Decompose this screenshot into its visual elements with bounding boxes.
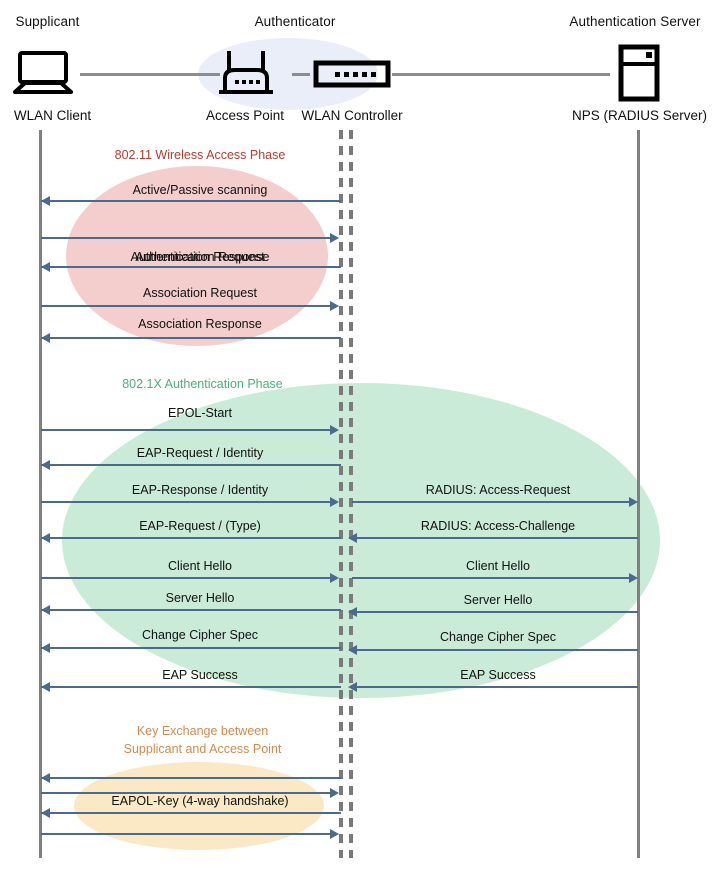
node-caption-nps-radius-server: NPS (RADIUS Server) xyxy=(571,108,708,123)
message-label: EAP Success xyxy=(162,668,238,682)
message-label: Association Request xyxy=(143,286,257,300)
message-arrow xyxy=(352,611,638,613)
message-arrow xyxy=(41,777,341,779)
arrow-head-left-icon xyxy=(41,460,50,470)
role-label-supplicant: Supplicant xyxy=(15,14,80,29)
message-arrow xyxy=(41,537,341,539)
message-arrow xyxy=(41,577,331,579)
arrow-head-right-icon xyxy=(330,573,339,583)
wireless-access-point-icon xyxy=(215,48,277,101)
phase-80211-ellipse xyxy=(66,166,328,346)
message-label: EAP-Request / (Type) xyxy=(139,519,261,533)
message-label: Authentication Request xyxy=(135,250,265,264)
message-arrow xyxy=(352,501,630,503)
lifeline-supplicant xyxy=(39,130,42,858)
node-caption-access-point: Access Point xyxy=(205,108,285,123)
phase-key-exchange-ellipse xyxy=(74,762,324,850)
message-label: EAP-Request / Identity xyxy=(136,446,264,460)
arrow-head-left-icon xyxy=(41,773,50,783)
message-arrow xyxy=(41,812,341,814)
arrow-head-left-icon xyxy=(41,262,50,272)
phase-title-8021x: 802.1X Authentication Phase xyxy=(122,377,283,391)
arrow-head-right-icon xyxy=(330,301,339,311)
phase-title-80211: 802.11 Wireless Access Phase xyxy=(114,148,286,162)
message-label: EAP Success xyxy=(460,668,536,682)
node-caption-wlan-client: WLAN Client xyxy=(13,108,92,123)
message-arrow xyxy=(41,237,331,239)
message-label: Client Hello xyxy=(168,559,232,573)
message-arrow xyxy=(41,266,341,268)
wire-ap-to-controller xyxy=(292,73,310,76)
message-arrow xyxy=(41,647,341,649)
lifeline-authentication-server xyxy=(637,130,640,858)
phase-8021x-ellipse xyxy=(62,383,660,698)
message-arrow xyxy=(352,577,630,579)
arrow-head-right-icon xyxy=(629,573,638,583)
message-label: RADIUS: Access-Request xyxy=(425,483,571,497)
message-arrow xyxy=(41,501,331,503)
message-label: Change Cipher Spec xyxy=(439,630,557,644)
arrow-head-left-icon xyxy=(348,607,357,617)
message-label: EAPOL-Key (4-way handshake) xyxy=(111,794,289,808)
phase-title-key-exchange-line2: Supplicant and Access Point xyxy=(123,742,282,756)
arrow-head-left-icon xyxy=(348,682,357,692)
lifeline-wlan-controller xyxy=(349,130,353,858)
message-arrow xyxy=(352,686,638,688)
arrow-head-left-icon xyxy=(41,682,50,692)
arrow-head-left-icon xyxy=(41,643,50,653)
message-arrow xyxy=(41,686,341,688)
message-arrow xyxy=(352,537,638,539)
phase-title-key-exchange-line1: Key Exchange between xyxy=(136,724,269,738)
message-arrow xyxy=(41,200,341,202)
message-label: RADIUS: Access-Challenge xyxy=(420,519,576,533)
message-arrow xyxy=(41,833,331,835)
role-label-authenticator: Authenticator xyxy=(254,14,336,29)
message-label: EAP-Response / Identity xyxy=(131,483,269,497)
message-arrow xyxy=(41,609,341,611)
message-label: EPOL-Start xyxy=(168,406,232,420)
wire-controller-to-server xyxy=(392,73,610,76)
message-label: Active/Passive scanning xyxy=(132,183,268,197)
server-rack-icon xyxy=(618,44,660,107)
arrow-head-left-icon xyxy=(41,808,50,818)
message-label: Server Hello xyxy=(165,591,235,605)
arrow-head-left-icon xyxy=(41,333,50,343)
arrow-head-left-icon xyxy=(41,533,50,543)
arrow-head-left-icon xyxy=(348,533,357,543)
network-switch-icon xyxy=(313,60,391,93)
message-label: Change Cipher Spec xyxy=(141,628,259,642)
message-arrow xyxy=(41,464,341,466)
message-arrow xyxy=(41,429,331,431)
arrow-head-left-icon xyxy=(41,196,50,206)
role-label-authentication-server: Authentication Server xyxy=(569,14,701,29)
message-arrow xyxy=(41,792,331,794)
arrow-head-left-icon xyxy=(348,645,357,655)
arrow-head-left-icon xyxy=(41,605,50,615)
arrow-head-right-icon xyxy=(330,425,339,435)
message-arrow xyxy=(41,337,341,339)
arrow-head-right-icon xyxy=(330,497,339,507)
message-arrow xyxy=(41,305,331,307)
message-label: Association Response xyxy=(138,317,262,331)
arrow-head-right-icon xyxy=(330,233,339,243)
message-label: Authentication Response xyxy=(130,250,270,264)
arrow-head-right-icon xyxy=(330,829,339,839)
wire-client-to-ap xyxy=(80,73,220,76)
message-arrow xyxy=(352,649,638,651)
message-label: Client Hello xyxy=(466,559,530,573)
message-label: Server Hello xyxy=(463,593,533,607)
arrow-head-right-icon xyxy=(629,497,638,507)
laptop-icon xyxy=(12,50,74,101)
node-caption-wlan-controller: WLAN Controller xyxy=(301,108,403,123)
arrow-head-right-icon xyxy=(330,788,339,798)
lifeline-access-point xyxy=(339,130,343,858)
